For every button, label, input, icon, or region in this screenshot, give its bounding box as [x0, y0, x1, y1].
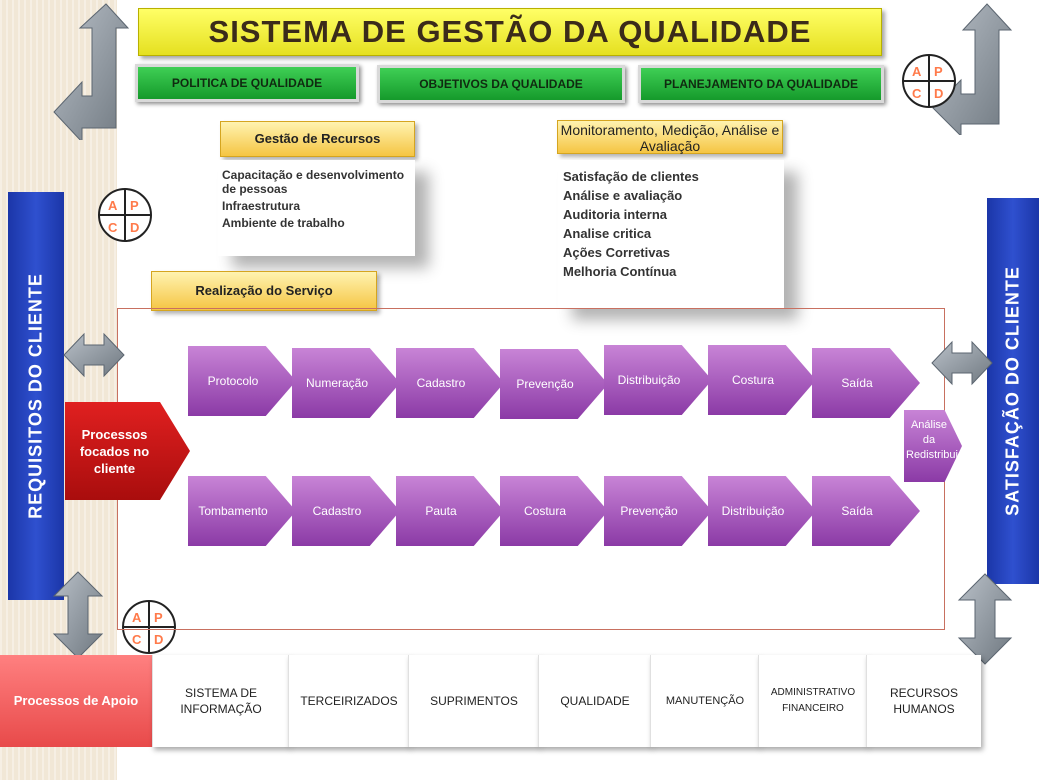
- monitoramento-title: Monitoramento, Medição, Análise e Avalia…: [557, 120, 783, 154]
- svg-text:P: P: [934, 64, 943, 79]
- list-item: Satisfação de clientes: [563, 169, 699, 184]
- list-item: Analise critica: [563, 226, 652, 241]
- politica-qualidade-button[interactable]: POLITICA DE QUALIDADE: [135, 64, 359, 102]
- monitoramento-panel: Satisfação de clientes Análise e avaliaç…: [558, 160, 784, 308]
- double-arrow-icon: [931, 340, 993, 386]
- objetivos-qualidade-button[interactable]: OBJETIVOS DA QUALIDADE: [377, 65, 625, 103]
- svg-text:D: D: [154, 632, 163, 647]
- support-item: MANUTENÇÃO: [650, 655, 759, 747]
- requisitos-cliente-bar: REQUISITOS DO CLIENTE: [8, 192, 64, 600]
- list-item: Análise e avaliação: [563, 188, 683, 203]
- satisfacao-cliente-label: SATISFAÇÃO DO CLIENTE: [1002, 266, 1023, 516]
- svg-text:C: C: [108, 220, 118, 235]
- svg-text:A: A: [132, 610, 142, 625]
- svg-text:P: P: [130, 198, 139, 213]
- processos-apoio-label: Processos de Apoio: [0, 655, 152, 747]
- planejamento-qualidade-button[interactable]: PLANEJAMENTO DA QUALIDADE: [638, 65, 884, 103]
- svg-text:D: D: [934, 86, 943, 101]
- support-item: SUPRIMENTOS: [408, 655, 539, 747]
- svg-text:A: A: [912, 64, 922, 79]
- double-arrow-icon: [63, 332, 125, 378]
- vertical-double-arrow-icon: [52, 571, 104, 659]
- list-item: Infraestrutura: [222, 199, 301, 213]
- svg-text:P: P: [154, 610, 163, 625]
- support-item: SISTEMA DE INFORMAÇÃO: [152, 655, 289, 747]
- list-item: Melhoria Contínua: [563, 264, 677, 279]
- requisitos-cliente-label: REQUISITOS DO CLIENTE: [25, 273, 46, 519]
- satisfacao-cliente-bar: SATISFAÇÃO DO CLIENTE: [987, 198, 1039, 584]
- list-item: Capacitação e desenvolvimento de pessoas: [222, 168, 405, 196]
- list-item: Ambiente de trabalho: [222, 216, 345, 230]
- svg-text:A: A: [108, 198, 118, 213]
- list-item: Auditoria interna: [563, 207, 668, 222]
- elbow-arrow-icon: [53, 3, 130, 140]
- gestao-recursos-panel: Capacitação e desenvolvimento de pessoas…: [218, 160, 415, 256]
- svg-text:C: C: [912, 86, 922, 101]
- list-item: Ações Corretivas: [563, 245, 670, 260]
- svg-text:D: D: [130, 220, 139, 235]
- svg-text:C: C: [132, 632, 142, 647]
- vertical-double-arrow-icon: [957, 573, 1013, 665]
- gestao-recursos-title: Gestão de Recursos: [220, 121, 415, 157]
- realizacao-servico-title: Realização do Serviço: [151, 271, 377, 311]
- support-item: TERCEIRIZADOS: [288, 655, 409, 747]
- elbow-arrow-right-icon: [932, 3, 1013, 135]
- processos-focados-arrow: Processos focados no cliente: [65, 402, 190, 500]
- analise-redistribuicao-arrow: Análise da Redistribuição: [904, 410, 962, 482]
- support-item: RECURSOS HUMANOS: [866, 655, 981, 747]
- support-item: ADMINISTRATIVO FINANCEIRO: [758, 655, 867, 747]
- page-title: SISTEMA DE GESTÃO DA QUALIDADE: [138, 8, 882, 56]
- support-item: QUALIDADE: [538, 655, 651, 747]
